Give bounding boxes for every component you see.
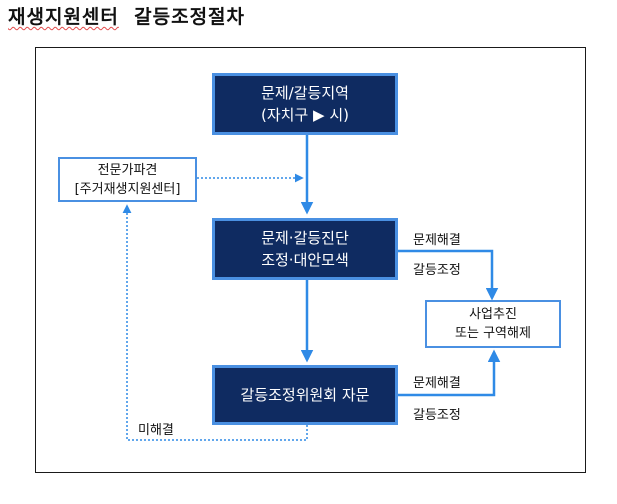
node-problem-region-line1: 문제/갈등지역 bbox=[261, 84, 349, 102]
node-committee: 갈등조정위원회 자문 bbox=[212, 365, 398, 425]
label-mediation-1: 갈등조정 bbox=[413, 263, 461, 278]
node-diagnosis-line2: 조정·대안모색 bbox=[261, 251, 349, 269]
arrow-diagnosis-to-result bbox=[398, 249, 499, 301]
node-expert-dispatch: 전문가파견 [주거재생지원센터] bbox=[58, 157, 197, 202]
label-mediation-2: 갈등조정 bbox=[413, 408, 461, 423]
node-diagnosis-line1: 문제·갈등진단 bbox=[261, 229, 349, 247]
label-unresolved: 미해결 bbox=[138, 423, 174, 438]
page-title: 재생지원센터 갈등조정절차 bbox=[8, 2, 245, 29]
title-process: 갈등조정절차 bbox=[134, 6, 246, 28]
node-project-result-line2: 또는 구역해제 bbox=[455, 326, 531, 341]
title-org: 재생지원센터 bbox=[8, 6, 119, 28]
node-diagnosis: 문제·갈등진단 조정·대안모색 bbox=[212, 218, 398, 280]
label-solved-2: 문제해결 bbox=[413, 376, 461, 391]
node-expert-dispatch-line2: [주거재생지원센터] bbox=[74, 181, 181, 197]
node-committee-line1: 갈등조정위원회 자문 bbox=[240, 386, 370, 404]
node-project-result-line1: 사업추진 bbox=[469, 307, 517, 322]
label-solved-1: 문제해결 bbox=[413, 233, 461, 248]
node-project-result: 사업추진 또는 구역해제 bbox=[425, 300, 561, 348]
arrow-committee-to-result bbox=[398, 349, 501, 397]
node-problem-region: 문제/갈등지역 (자치구 ▶ 시) bbox=[212, 73, 398, 135]
node-problem-region-line2: (자치구 ▶ 시) bbox=[261, 106, 349, 124]
node-expert-dispatch-line1: 전문가파견 bbox=[97, 162, 158, 178]
arrow-unresolved-feedback bbox=[122, 204, 308, 441]
